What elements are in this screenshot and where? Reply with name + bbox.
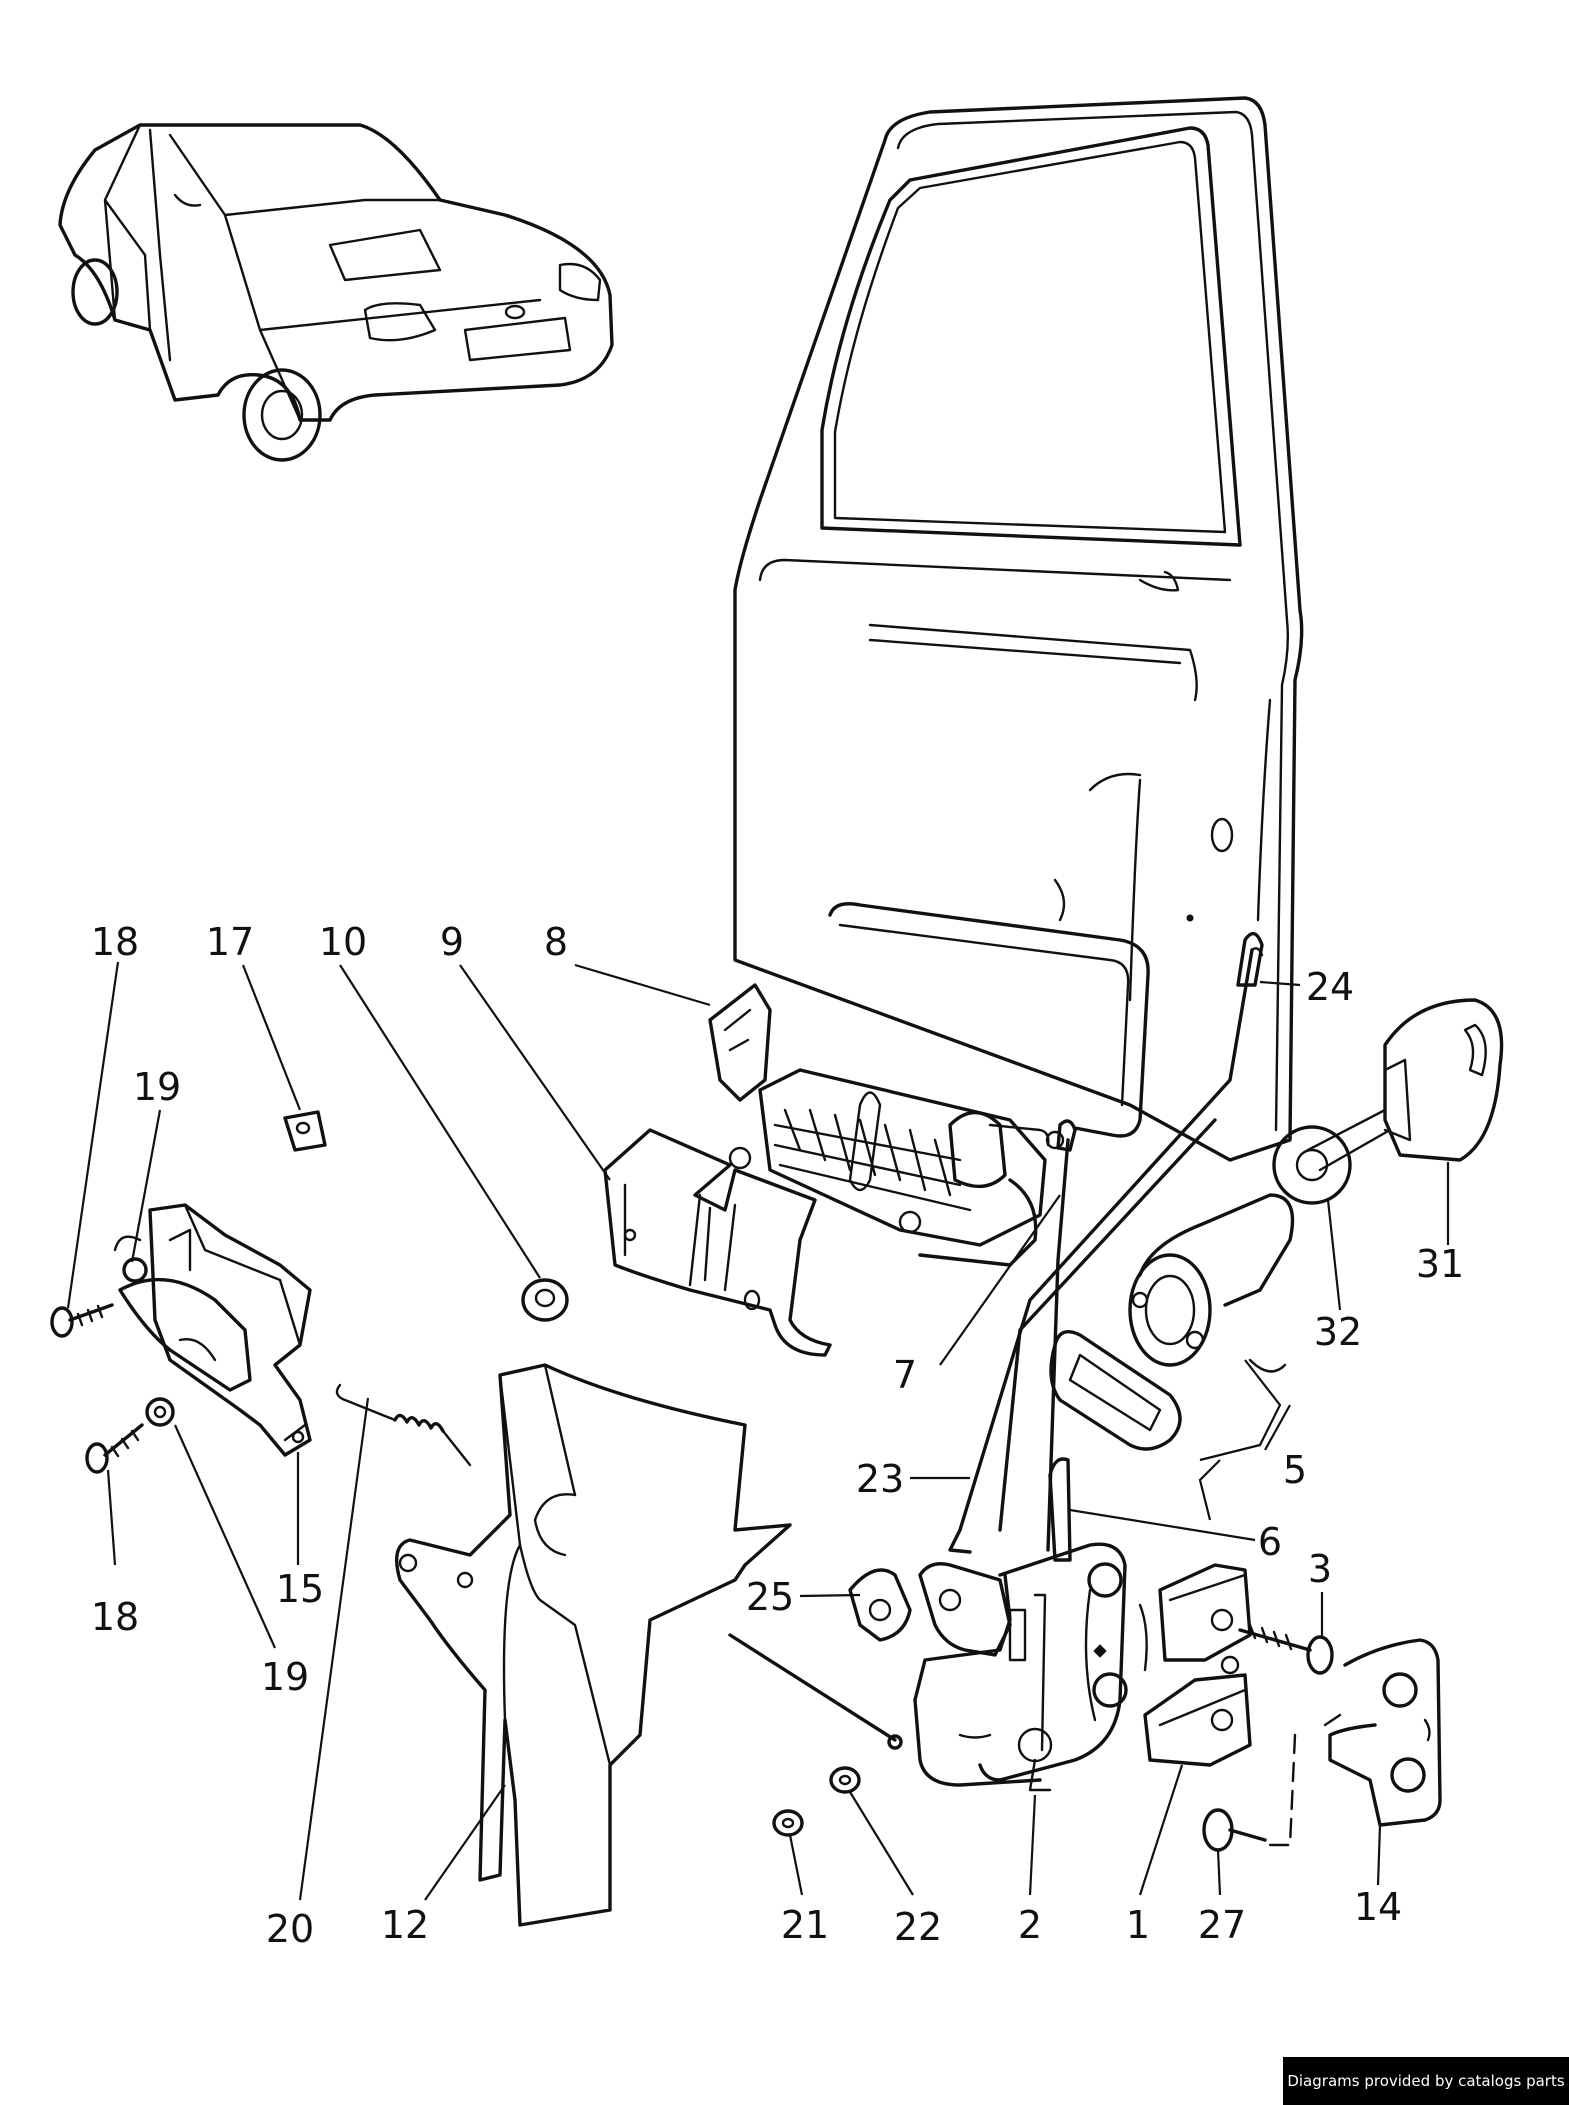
callout-10: 10 [319,920,367,964]
callout-7: 7 [893,1353,917,1397]
callout-25: 25 [746,1575,794,1619]
trim-panel-12 [395,1363,792,1927]
callout-8: 8 [544,920,568,964]
callout-22: 22 [894,1905,942,1949]
callout-2: 2 [1018,1903,1042,1947]
lock-cylinder [1049,1193,1295,1451]
callout-24: 24 [1306,965,1354,1009]
control-rods [948,931,1264,1554]
callout-9: 9 [440,920,464,964]
screw-18-lower [85,1423,144,1474]
callout-5: 5 [1283,1448,1307,1492]
washer-22 [829,1766,861,1794]
callout-27: 27 [1198,1903,1246,1947]
callout-18: 18 [91,920,139,964]
callout-32: 32 [1314,1310,1362,1354]
screw-18-upper [50,1303,114,1338]
handle-bracket-15 [113,1203,312,1457]
callout-18-lower: 18 [91,1595,139,1639]
spring-20 [335,1383,472,1467]
callout-31: 31 [1416,1242,1464,1286]
callout-19: 19 [133,1065,181,1109]
callout-3: 3 [1308,1547,1332,1591]
nut-10 [521,1278,569,1322]
latch-assembly [913,1457,1128,1792]
callout-labels: 18 17 10 9 8 24 19 31 32 7 5 23 6 3 15 1… [91,920,1464,1951]
nut-25 [848,1568,912,1642]
window-regulator [708,902,1150,1267]
callout-20: 20 [266,1907,314,1951]
callout-15: 15 [276,1567,324,1611]
screw-3 [1238,1623,1334,1675]
bracket-9 [603,1128,832,1357]
callout-6: 6 [1258,1520,1282,1564]
callout-17: 17 [206,920,254,964]
washer-21 [772,1809,804,1837]
lower-cable [728,1633,897,1742]
callout-14: 14 [1354,1885,1402,1929]
callout-1: 1 [1126,1903,1150,1947]
vehicle-thumbnail [58,123,614,462]
clip-17 [283,1110,327,1152]
callout-12: 12 [381,1903,429,1947]
callout-19-lower: 19 [261,1655,309,1699]
callout-23: 23 [856,1457,904,1501]
striker-plate [1266,1638,1442,1847]
credit-banner: Diagrams provided by catalogs parts [1283,2057,1569,2105]
striker-block [1138,1563,1252,1767]
screw-27 [1202,1808,1267,1852]
door-panel [733,96,1304,1162]
knob-31 [1306,998,1504,1172]
washer-32 [1272,1125,1352,1205]
leader-lines [66,961,1450,1901]
callout-21: 21 [781,1903,829,1947]
